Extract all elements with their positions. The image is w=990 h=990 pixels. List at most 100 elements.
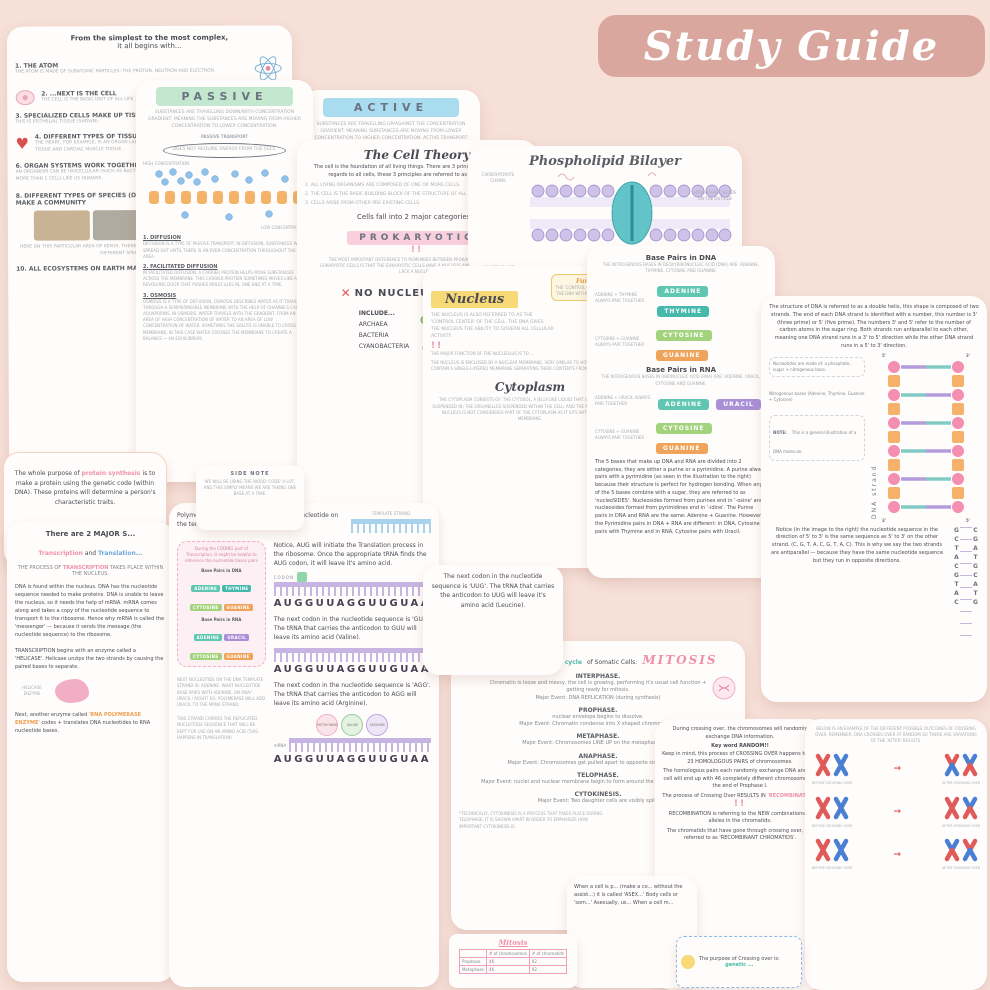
mrna-strand-note: THIS STRAND CARRIES THE REPLICATED NUCLE…: [177, 716, 258, 740]
crossing-purpose-card: The purpose of Crossing over is: genetic…: [676, 936, 802, 988]
base-pairs-card: Base Pairs in DNA THE NITROGENOUS BASES …: [587, 246, 775, 578]
nucleus-title: Nucleus: [431, 291, 519, 308]
interphase-cell-icon: [712, 676, 736, 700]
prokaryote-list-bacteria: BACTERIA: [358, 332, 389, 340]
phase-name: INTERPHASE.: [575, 673, 621, 680]
translation-word: Translation...: [98, 550, 143, 557]
phase-major: Major Event: Chromosomes get pulled apar…: [507, 759, 689, 766]
cell-theory-principle-3: 3. CELLS ARISE FROM OTHER PRE-EXISTING C…: [305, 200, 421, 206]
pair-chips-cg-rna: CYTOSINE GUANINE: [655, 415, 767, 455]
arrow-icon: →: [893, 764, 902, 775]
no-nucleus-label: NO NUCLEUS: [354, 287, 438, 299]
pair-chips-au: ADENINE URACIL: [657, 391, 762, 411]
base-chip-adenine: ADENINE: [657, 286, 709, 298]
after-label: AFTER CROSSING OVER: [942, 780, 980, 785]
transcription-card: There are 2 MAJOR S... Transcription and…: [7, 522, 174, 982]
five-prime-label: 5': [965, 517, 970, 523]
cell-cycle-word: Cell cycle: [550, 659, 582, 666]
process-line-c: TAKES PLACE WITHIN THE NUCLEUS.: [72, 565, 164, 577]
bilayer-diagram: [530, 172, 732, 245]
three-prime-label: 3': [965, 352, 970, 358]
template-strand-label: TEMPLATE STRAND: [371, 511, 411, 516]
facilitated-title: 2. FACILITATED DIFFUSION: [143, 264, 218, 270]
chromatids-column-header: # of chromatids: [528, 949, 567, 958]
cell-theory-principle-1: 1. ALL LIVING ORGANISMS ARE COMPOSED OF …: [305, 183, 461, 188]
chromosome-recombinant-icon: [961, 753, 979, 777]
amino-acid-chain: METHIONINE VALINE ARGININE: [274, 714, 431, 737]
phase-name: PROPHASE.: [578, 706, 618, 714]
base-chip-guanine: GUANINE: [655, 442, 708, 454]
after-label: AFTER CROSSING OVER: [942, 866, 980, 871]
phase-name: ANAPHASE.: [578, 752, 618, 760]
purpose-line-1: The purpose of Crossing over is:: [699, 956, 780, 962]
uug-note: The next codon in the nucleotide sequenc…: [431, 573, 555, 609]
protein-synthesis-keyword: protein synthesis: [81, 470, 143, 477]
animal-photo: [33, 210, 90, 241]
next-nucleotide-note: NEXT NUCLEOTIDE ON THE DNA TEMPLATE STRA…: [177, 677, 266, 707]
table-row: Metaphase 46 92: [459, 965, 567, 974]
nucleotide-note: Nucleotides are made of: a phosphate, su…: [773, 360, 851, 372]
phase-major: Major Event: DNA REPLICATION (during syn…: [535, 694, 661, 701]
carbohydrate-label: CARBOHYDRATE CHAINS: [481, 172, 515, 184]
phase-body: nuclear envelope begins to dissolve.: [552, 713, 644, 720]
helicase-enzyme-icon: [55, 679, 89, 703]
antiparallel-notice: Notice (in the image to the right) the n…: [770, 526, 944, 564]
low-concentration-label: LOW CONCENTRATION: [261, 225, 306, 231]
base-chip-guanine: GUANINE: [223, 653, 253, 661]
chromatids-cell: 92: [528, 957, 567, 966]
note-body: This is a general illustration of a DNA …: [773, 429, 857, 454]
cytoplasm-body: THE CYTOPLASM CONSISTS OF: THE CYTOSOL, …: [432, 397, 628, 421]
guu-note: The next codon in the nucleotide sequenc…: [273, 616, 431, 642]
chromatids-cell: 92: [528, 965, 567, 974]
crossing-p6: RECOMBINATION is referring to the NEW co…: [668, 810, 812, 825]
trna-icon: [296, 572, 307, 583]
agg-note: The next codon in the nucleotide sequenc…: [273, 682, 431, 708]
base-chip-guanine: GUANINE: [223, 604, 253, 612]
mrna-comb: [289, 738, 431, 753]
diffusion-title: 1. DIFFUSION: [143, 235, 181, 242]
chromosome-blue-icon: [832, 796, 850, 820]
base-chip-cytosine: CYTOSINE: [655, 422, 712, 434]
arrow-icon: →: [893, 849, 902, 860]
cell-theory-intro: The cell is the foundation of all living…: [313, 164, 521, 178]
phase-major: Major Event: Chromatin condense into X s…: [519, 721, 677, 727]
passive-heading: PASSIVE: [156, 87, 293, 106]
chromosome-recombinant-icon: [961, 838, 979, 862]
crossing-p3: Keep in mind, this process of CROSSING O…: [662, 751, 818, 765]
cell-icon: [15, 90, 35, 106]
and-word: and: [82, 550, 99, 557]
study-guide-banner: Study Guide: [598, 15, 985, 77]
mitosis-table: # of chromosomes # of chromatids Prophas…: [459, 949, 567, 974]
outcomes-header: BELOW IS AN EXAMPLE OF THE DIFFERENT POS…: [815, 726, 977, 744]
mitosis-table-card: Mitosis # of chromosomes # of chromatids…: [449, 934, 577, 988]
phase-name: CYTOKINESIS.: [574, 791, 622, 798]
chromosome-recombinant-icon: [961, 796, 979, 820]
dna-strand-label: DNA strand: [871, 464, 878, 519]
codon-label: CODON: [273, 574, 294, 580]
pair-note-au: ADENINE + URACIL ALWAYS PAIR TOGETHER: [595, 394, 651, 406]
pair-note-cg: CYTOSINE + GUANINE ALWAYS PAIR TOGETHER: [595, 336, 645, 348]
chromosomes-column-header: # of chromosomes: [486, 949, 530, 958]
dna-ladder-diagram: [888, 360, 964, 513]
process-line-b: TRANSCRIPTION: [62, 565, 109, 571]
outcome-row: BEFORE CROSSING OVER → AFTER CROSSING OV…: [812, 796, 980, 829]
coding-note: During the CODING part of Transcription,…: [184, 546, 258, 564]
chromosome-red-icon: [814, 838, 832, 862]
nucleus-body-2: THE MAJOR FUNCTION OF THE NUCLEOLUS IS T…: [431, 350, 534, 356]
codon-sequence: AUGGUUAGGUUGUAA: [273, 598, 431, 610]
cytoplasm-title: Cytoplasm: [494, 380, 566, 395]
phase-major: Major Event: Two daughter cells are visi…: [537, 798, 659, 804]
dna-note-box: NOTE: This is a general illustration of …: [769, 414, 865, 461]
lightbulb-icon: [681, 955, 695, 969]
amino-acid-valine: VALINE: [341, 714, 364, 737]
base-chip-cytosine: CYTOSINE: [655, 330, 712, 342]
note-title: NOTE:: [773, 429, 787, 435]
prokaryote-list-archaea: ARCHAEA: [358, 321, 388, 329]
base-chip-thymine: THYMINE: [657, 306, 710, 318]
template-strand-icon: [351, 519, 431, 534]
cell-theory-principle-2: 2. THE CELL IS THE BASIC BUILDING BLOCK …: [305, 191, 504, 197]
purine-pyrimidine-body: The 5 bases that make up DNA and RNA are…: [595, 458, 767, 535]
active-heading: ACTIVE: [322, 98, 460, 117]
phase-major: Major Event: nuclei and nuclear membrane…: [481, 778, 715, 785]
